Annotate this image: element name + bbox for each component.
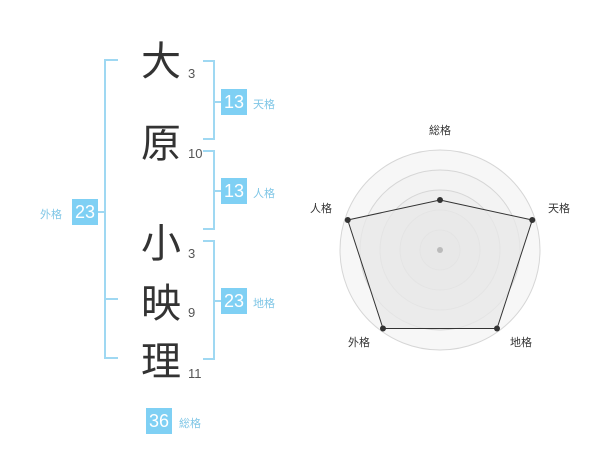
soukaku-badge: 36: [146, 408, 172, 434]
radar-point-0: [437, 197, 443, 203]
stroke-count-2: 10: [188, 146, 203, 161]
radar-point-4: [344, 217, 351, 224]
name-char-1: 大: [141, 39, 181, 85]
stroke-count-3: 3: [188, 246, 196, 261]
jinkaku-bracket-connector: [215, 190, 221, 192]
tenkaku-label: 天格: [253, 98, 275, 111]
radar-axis-label-jinkaku: 人格: [310, 201, 332, 215]
stroke-count-4: 9: [188, 305, 196, 320]
chikaku-bracket-bottom-tick: [203, 358, 215, 360]
gaikaku-label: 外格: [40, 208, 62, 221]
radar-points: [344, 197, 536, 332]
jinkaku-bracket-bottom-tick: [203, 228, 215, 230]
name-char-5: 理: [141, 339, 181, 385]
radar-polygon: [347, 199, 533, 329]
jinkaku-bracket-top-tick: [203, 150, 215, 152]
stroke-count-1: 3: [188, 66, 196, 81]
jinkaku-badge: 13: [221, 178, 247, 204]
tenkaku-bracket-top-tick: [203, 60, 215, 62]
tenkaku-badge: 13: [221, 89, 247, 115]
chikaku-label: 地格: [253, 297, 275, 310]
soukaku-label: 総格: [179, 417, 201, 430]
name-char-2: 原: [141, 121, 181, 167]
radar-point-1: [529, 217, 536, 224]
tenkaku-bracket-vertical: [213, 60, 215, 140]
radar-axis-label-tenkaku: 天格: [548, 201, 570, 215]
gaikaku-bracket-top-tick: [104, 59, 118, 61]
radar-axis-label-soukaku: 総格: [429, 123, 451, 137]
chikaku-badge: 23: [221, 288, 247, 314]
name-char-4: 映: [141, 281, 181, 327]
chikaku-bracket-vertical: [213, 240, 215, 360]
tenkaku-bracket-connector: [215, 101, 221, 103]
gaikaku-bracket-connector: [98, 211, 104, 213]
radar-axis-label-gaikaku: 外格: [348, 335, 370, 349]
gaikaku-bracket-bottom-tick: [104, 357, 118, 359]
radar-point-2: [494, 325, 501, 332]
gaikaku-bracket-mid-tick: [104, 298, 118, 300]
radar-chart: 総格 天格 地格 外格 人格: [310, 123, 570, 351]
radar-center-dot: [437, 247, 443, 253]
chikaku-bracket-connector: [215, 300, 221, 302]
name-char-3: 小: [141, 221, 181, 267]
tenkaku-bracket-bottom-tick: [203, 138, 215, 140]
chikaku-bracket-top-tick: [203, 240, 215, 242]
stroke-count-5: 11: [188, 366, 202, 381]
radar-axis-label-chikaku: 地格: [510, 335, 532, 349]
jinkaku-bracket-vertical: [213, 150, 215, 230]
jinkaku-label: 人格: [253, 187, 275, 200]
gaikaku-bracket-vertical: [104, 59, 106, 359]
gaikaku-badge: 23: [72, 199, 98, 225]
radar-point-3: [379, 325, 386, 332]
